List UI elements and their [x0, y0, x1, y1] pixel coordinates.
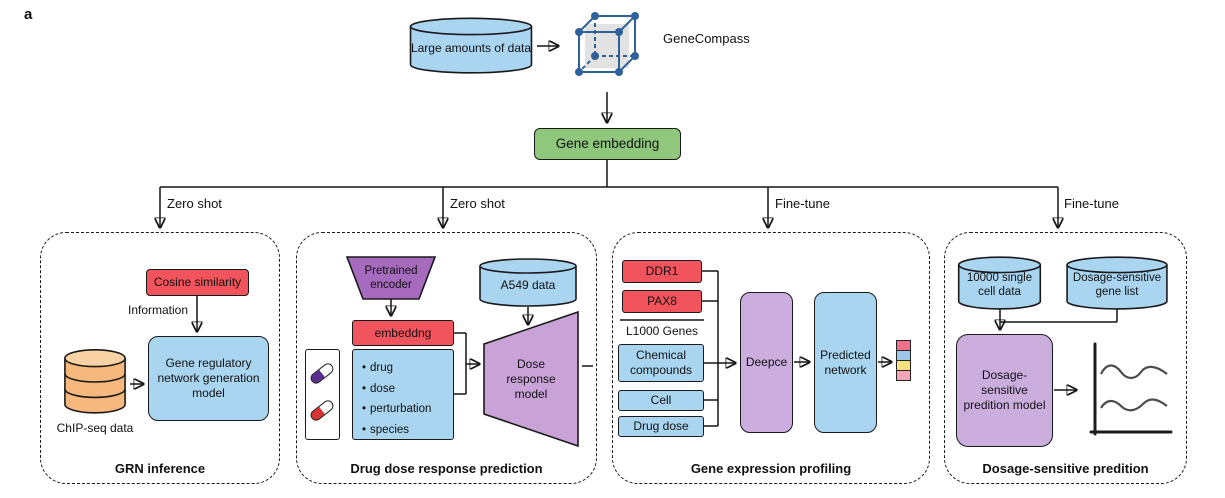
- drug-factors-box: drug dose perturbation species: [352, 349, 454, 440]
- single-cell-data-cylinder: 10000 single cell data: [957, 255, 1042, 310]
- branch-label-zero-shot-1: Zero shot: [167, 196, 222, 211]
- gene-box-pax8: PAX8: [622, 290, 702, 313]
- output-tiles-icon: [896, 340, 911, 381]
- dosage-model-box: Dosage-sensitive predition model: [956, 334, 1053, 447]
- dose-response-model-label: Dose response model: [506, 356, 556, 401]
- panel2-caption: Drug dose response prediction: [350, 461, 543, 476]
- panel4-caption: Dosage-sensitive predition: [982, 461, 1149, 476]
- single-cell-data-label: 10000 single cell data: [966, 272, 1033, 298]
- chemical-compounds-box: Chemical compounds: [618, 344, 704, 382]
- genecompass-label: GeneCompass: [663, 31, 750, 46]
- drug-factors-list: drug dose perturbation species: [355, 352, 433, 441]
- pills-box: [305, 349, 340, 440]
- gene-box-ddr1: DDR1: [622, 260, 702, 283]
- factor-perturbation: perturbation: [362, 399, 431, 420]
- panel3-caption: Gene expression profiling: [690, 461, 852, 476]
- chipseq-label: ChIP-seq data: [56, 421, 134, 435]
- a549-cylinder: A549 data: [478, 257, 578, 307]
- gene-list-label: Dosage-sensitive gene list: [1072, 272, 1162, 298]
- panel-drug-dose-response: Drug dose response prediction: [296, 232, 597, 484]
- cosine-similarity-box: Cosine similarity: [146, 269, 249, 296]
- deepce-box: Deepce: [740, 292, 793, 433]
- panel-dosage-sensitive: Dosage-sensitive predition: [944, 232, 1187, 484]
- pretrained-encoder-trapezoid: Pretrained encoder: [347, 257, 435, 299]
- factor-drug: drug: [362, 358, 431, 379]
- input-data-label: Large amounts of data: [410, 41, 532, 56]
- pill-icon-purple: [308, 361, 336, 386]
- grn-model-box: Gene regulatory network generation model: [148, 336, 269, 421]
- figure-label: a: [24, 6, 33, 23]
- pill-icon-red: [308, 398, 336, 423]
- expression-curves-chart-icon: [1083, 336, 1175, 444]
- drug-dose-box: Drug dose: [618, 416, 704, 437]
- output-tile-rose: [896, 370, 911, 381]
- dose-response-model-trapezoid: Dose response model: [484, 312, 578, 446]
- information-label: Information: [128, 303, 189, 317]
- panel-gene-expression-profiling: Gene expression profiling: [612, 232, 930, 484]
- branch-label-fine-tune-1: Fine-tune: [775, 196, 830, 211]
- factor-species: species: [362, 420, 431, 441]
- panel-grn-inference: GRN inference: [40, 232, 280, 484]
- embedding-box: embeddng: [352, 320, 454, 346]
- pretrained-encoder-label: Pretrained encoder: [364, 264, 418, 291]
- genecompass-cube-icon: [563, 4, 651, 92]
- factor-dose: dose: [362, 379, 431, 400]
- a549-label: A549 data: [500, 278, 556, 293]
- panel1-caption: GRN inference: [114, 461, 206, 476]
- branch-label-zero-shot-2: Zero shot: [450, 196, 505, 211]
- cylinder-shape: [408, 16, 534, 74]
- cell-box: Cell: [618, 390, 704, 411]
- input-data-cylinder: Large amounts of data: [408, 16, 534, 74]
- predicted-network-box: Predicted network: [814, 292, 877, 433]
- chipseq-database-icon: [63, 347, 127, 417]
- branch-label-fine-tune-2: Fine-tune: [1064, 196, 1119, 211]
- gene-list-cylinder: Dosage-sensitive gene list: [1065, 255, 1169, 310]
- l1000-genes-label: L1000 Genes: [625, 324, 699, 338]
- gene-embedding-box: Gene embedding: [534, 128, 681, 160]
